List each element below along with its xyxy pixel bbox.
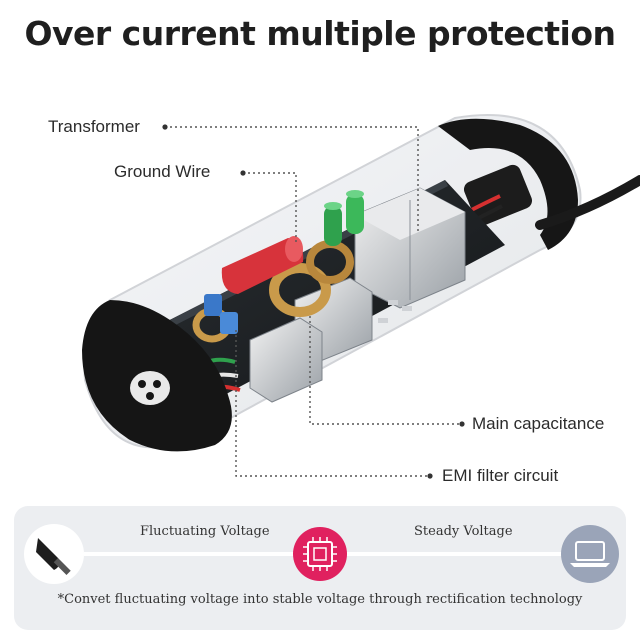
adapter-illustration [82,114,640,479]
flow-graphics [24,524,619,584]
callout-main-capacitance: Main capacitance [472,414,605,433]
red-capacitor [221,236,304,294]
chip-icon [293,527,347,581]
fluctuating-voltage-label: Fluctuating Voltage [140,524,270,539]
callout-leaders [165,126,462,477]
transformer-blocks [249,187,466,403]
callout-ground-wire: Ground Wire [114,162,211,181]
steady-voltage-label: Steady Voltage [414,524,513,539]
voltage-flow-panel: Fluctuating Voltage Steady Voltage *Conv… [14,506,626,630]
green-capacitors [324,190,364,246]
callout-dots [162,124,465,479]
page-title: Over current multiple protection [24,14,616,53]
blue-capacitors [204,294,238,334]
rectification-note: *Convet fluctuating voltage into stable … [57,592,583,607]
dc-plug-icon [24,524,84,584]
laptop-icon [561,525,619,583]
callout-transformer: Transformer [48,117,140,136]
callout-emi-filter: EMI filter circuit [442,466,559,485]
left-end-cap [82,300,232,452]
